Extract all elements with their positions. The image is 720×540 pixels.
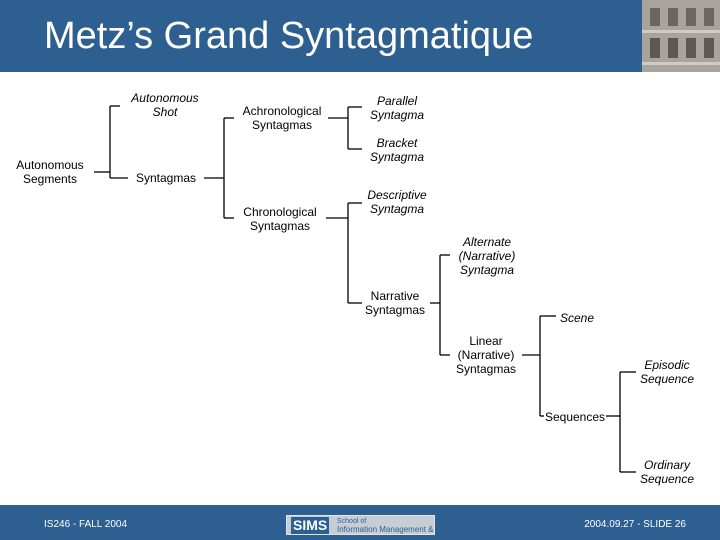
sims-logo: SIMS School of Information Management & … — [286, 515, 466, 535]
logo-sims-text: SIMS — [291, 517, 330, 534]
node-narrative-syntagmas: Narrative Syntagmas — [364, 289, 426, 317]
node-autonomous-shot: Autonomous Shot — [131, 91, 199, 119]
building-image — [642, 0, 720, 72]
building-photo — [642, 0, 720, 72]
node-autonomous-segments: Autonomous Segments — [16, 158, 84, 186]
node-ordinary-sequence: Ordinary Sequence — [639, 458, 695, 486]
node-episodic-sequence: Episodic Sequence — [639, 358, 695, 386]
logo-school-text: School of — [337, 518, 367, 525]
node-sequences: Sequences — [544, 410, 606, 424]
node-parallel-syntagma: Parallel Syntagma — [369, 94, 425, 122]
slide-title: Metz’s Grand Syntagmatique — [44, 15, 534, 57]
logo-info-mgmt-text: Information Management & Systems — [337, 525, 467, 534]
node-syntagmas: Syntagmas — [135, 171, 197, 185]
slide-number: 2004.09.27 - SLIDE 26 — [584, 519, 686, 530]
node-descriptive-syntagma: Descriptive Syntagma — [367, 188, 427, 216]
node-alternate-narrative-syntagma: Alternate (Narrative) Syntagma — [458, 235, 516, 277]
node-bracket-syntagma: Bracket Syntagma — [369, 136, 425, 164]
node-chronological-syntagmas: Chronological Syntagmas — [243, 205, 317, 233]
course-label: IS246 - FALL 2004 — [44, 519, 128, 530]
node-linear-narrative-syntagmas: Linear (Narrative) Syntagmas — [455, 334, 517, 376]
node-scene: Scene — [559, 311, 595, 325]
title-bar: Metz’s Grand Syntagmatique — [0, 0, 720, 72]
syntagma-tree — [94, 105, 636, 473]
node-achronological-syntagmas: Achronological Syntagmas — [242, 104, 322, 132]
